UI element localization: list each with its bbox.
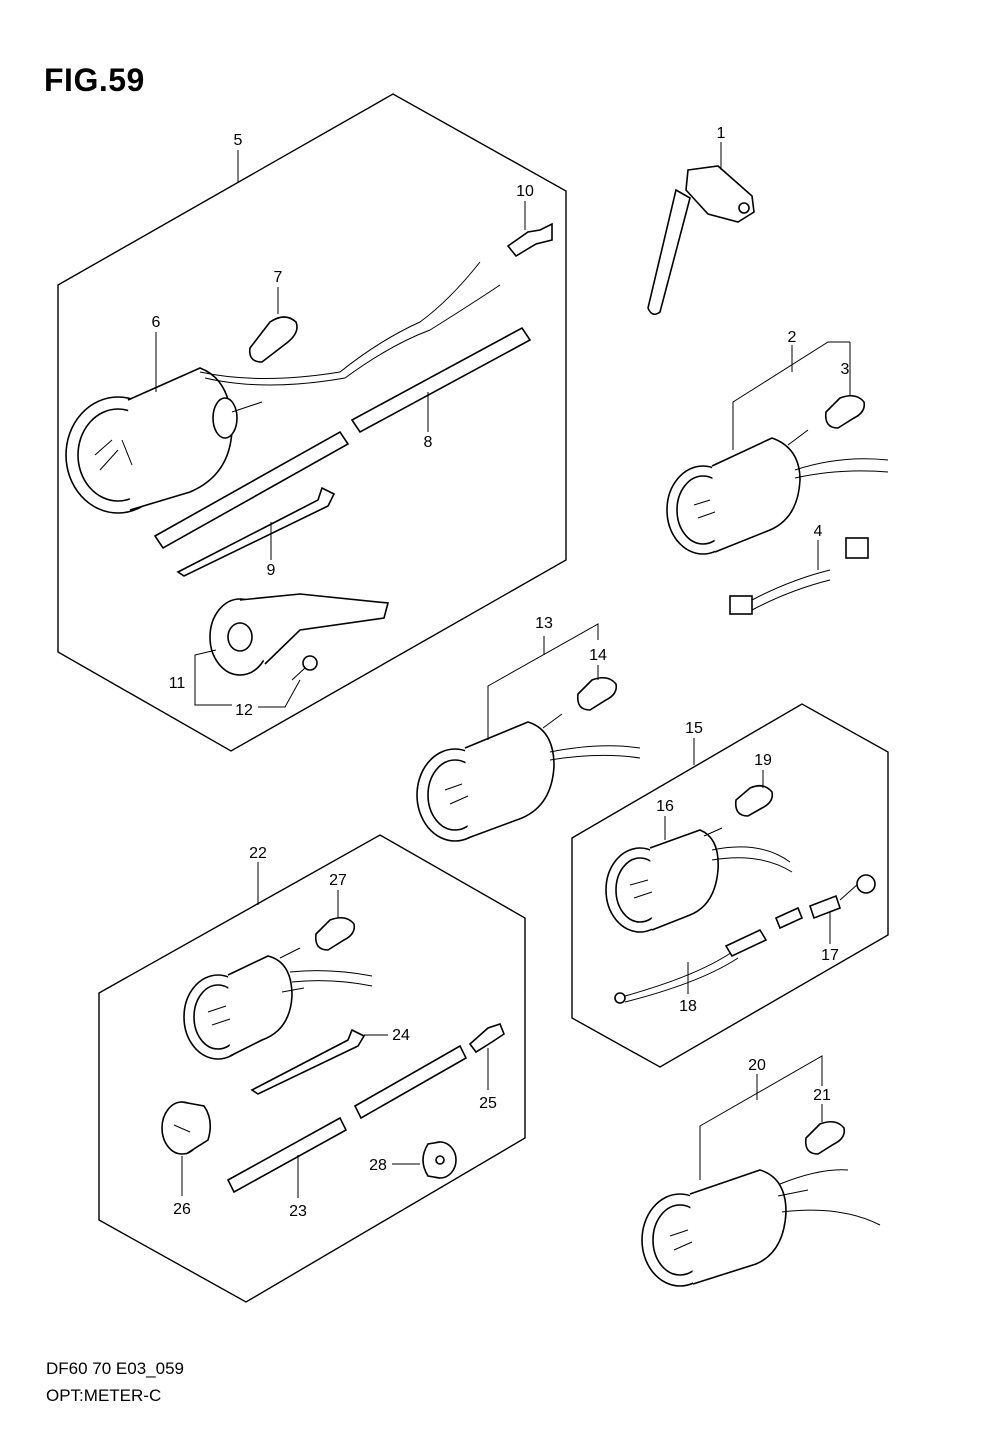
grommet-28 <box>422 1141 457 1179</box>
callout-10: 10 <box>516 183 534 200</box>
gauge-20 <box>641 1169 881 1287</box>
fitting-25 <box>468 1023 505 1054</box>
callout-1: 1 <box>717 125 726 142</box>
callout-3: 3 <box>841 361 850 378</box>
callout-8: 8 <box>424 434 433 451</box>
bulb-3 <box>824 394 866 429</box>
clamp-26 <box>161 1101 212 1155</box>
callout-12: 12 <box>235 702 253 719</box>
callout-20: 20 <box>748 1057 766 1074</box>
diagram-name: OPT:METER-C <box>46 1386 162 1405</box>
group-box-5 <box>57 93 567 752</box>
bulb-21 <box>804 1120 846 1155</box>
callout-14: 14 <box>589 647 607 664</box>
callout-13: 13 <box>535 615 553 632</box>
callout-7: 7 <box>274 269 283 286</box>
leader-11 <box>194 649 232 706</box>
gauge-13 <box>416 713 641 842</box>
group-box-22 <box>98 834 526 1303</box>
callout-23: 23 <box>289 1203 307 1220</box>
connector-10 <box>506 222 553 258</box>
diagram-code: DF60 70 E03_059 <box>46 1359 184 1378</box>
gauge-16 <box>605 827 793 933</box>
tube-23 <box>226 1044 468 1194</box>
callout-15: 15 <box>685 720 703 737</box>
harness-18 <box>614 928 768 1004</box>
bracket-11 <box>209 593 390 676</box>
tube-8 <box>153 326 532 550</box>
callout-21: 21 <box>813 1087 831 1104</box>
callout-9: 9 <box>267 562 276 579</box>
bulb-19 <box>734 784 774 817</box>
callout-4: 4 <box>814 523 823 540</box>
callout-2: 2 <box>788 329 797 346</box>
callout-25: 25 <box>479 1095 497 1112</box>
callout-26: 26 <box>173 1201 191 1218</box>
harness-4 <box>729 537 869 615</box>
sender-1 <box>647 165 755 316</box>
gauge-6 <box>65 261 501 514</box>
callout-22: 22 <box>249 845 267 862</box>
leader-20 <box>699 1055 823 1180</box>
bulb-27 <box>314 916 356 951</box>
group-box-15 <box>571 703 889 1068</box>
tie-strap-24 <box>250 1028 366 1095</box>
callout-24: 24 <box>392 1027 410 1044</box>
callout-6: 6 <box>152 314 161 331</box>
callout-11: 11 <box>169 675 186 692</box>
leader-12 <box>258 679 301 708</box>
leader-2 <box>732 341 850 450</box>
bulb-7 <box>248 316 298 363</box>
gauge-2 <box>666 429 889 555</box>
callout-5: 5 <box>234 132 243 149</box>
leader-13 <box>487 623 599 740</box>
figure-title: FIG.59 <box>44 62 145 98</box>
harness-17 <box>774 874 876 930</box>
gauge-22 <box>183 947 373 1060</box>
callout-18: 18 <box>679 998 697 1015</box>
bulb-14 <box>576 676 618 711</box>
callout-17: 17 <box>821 947 839 964</box>
callout-28: 28 <box>369 1157 387 1174</box>
callout-16: 16 <box>656 798 674 815</box>
callout-19: 19 <box>754 752 772 769</box>
tie-strap-9 <box>176 486 336 577</box>
callout-27: 27 <box>329 872 347 889</box>
screw-12 <box>291 655 318 681</box>
